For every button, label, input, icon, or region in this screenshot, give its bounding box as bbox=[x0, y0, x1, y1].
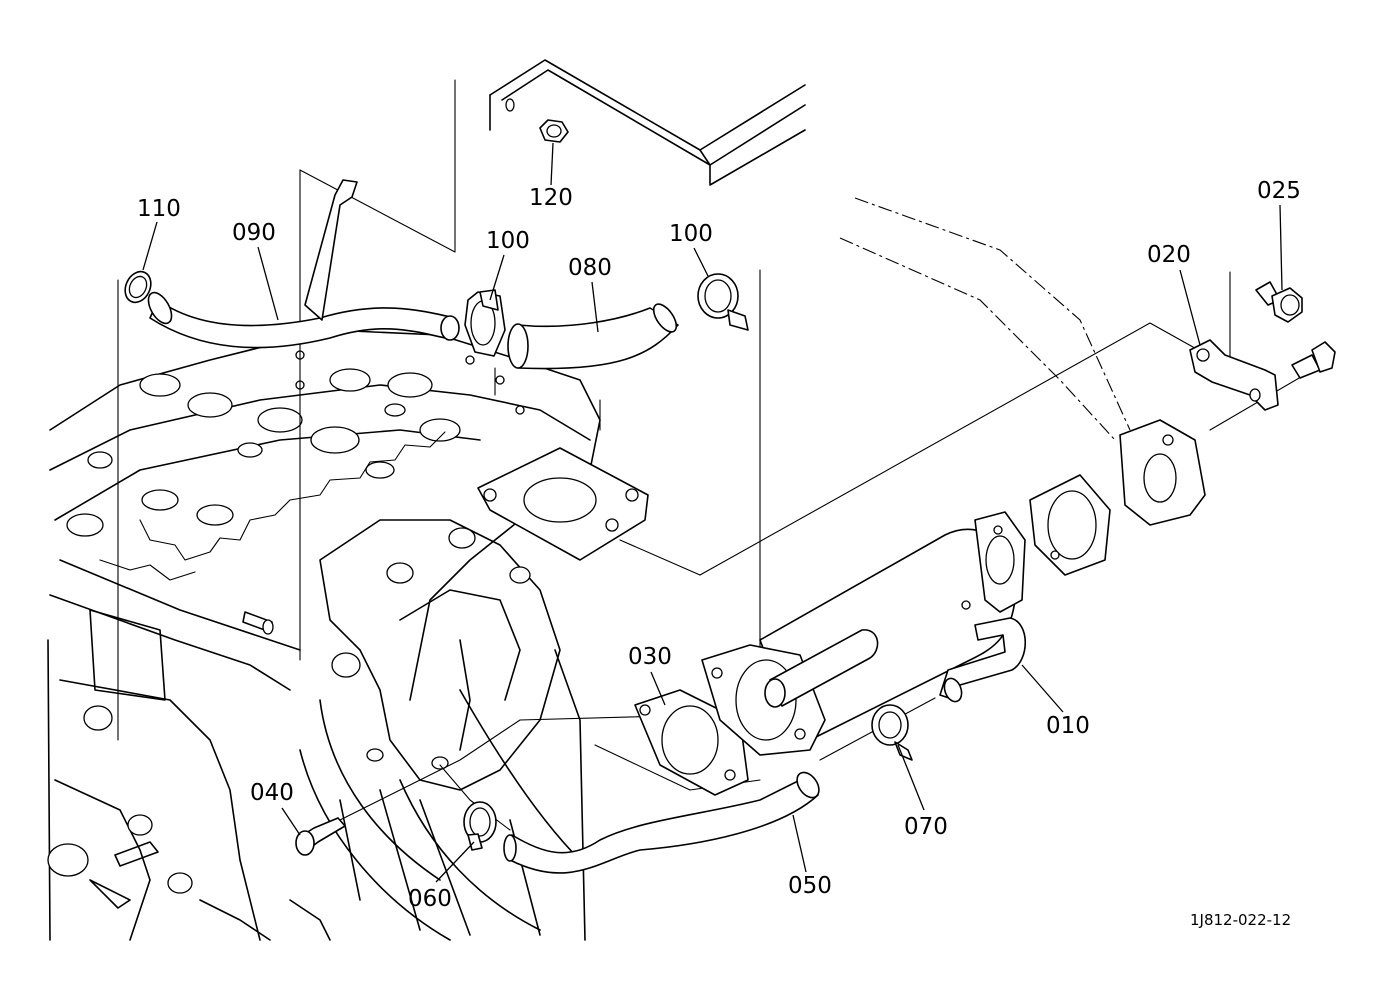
hose-080 bbox=[507, 303, 679, 370]
bracket-020 bbox=[1189, 339, 1279, 411]
callout-050: 050 bbox=[788, 873, 832, 899]
callout-060: 060 bbox=[408, 886, 452, 912]
bolt-040 bbox=[295, 817, 346, 856]
callout-120: 120 bbox=[529, 185, 573, 211]
hose-clamp-070 bbox=[871, 704, 913, 761]
callout-labels: 110 090 100 080 100 120 025 020 030 010 … bbox=[137, 178, 1301, 929]
callout-025: 025 bbox=[1257, 178, 1301, 204]
nut-120 bbox=[539, 119, 569, 143]
o-ring-110 bbox=[124, 270, 152, 304]
hose-050 bbox=[503, 771, 820, 874]
bolt-025 bbox=[1255, 281, 1303, 323]
callout-070: 070 bbox=[904, 814, 948, 840]
callout-090: 090 bbox=[232, 220, 276, 246]
egr-cooler-010 bbox=[701, 511, 1026, 756]
hose-clamp-100-upper-left bbox=[464, 289, 506, 357]
callout-100-left: 100 bbox=[486, 228, 530, 254]
exhaust-flange bbox=[1119, 419, 1206, 526]
hose-clamp-060 bbox=[463, 801, 497, 851]
drawing-code: 1J812-022-12 bbox=[1190, 911, 1291, 929]
callout-040: 040 bbox=[250, 780, 294, 806]
callout-030: 030 bbox=[628, 644, 672, 670]
leader-lines bbox=[142, 142, 1283, 883]
callout-110: 110 bbox=[137, 196, 181, 222]
callout-010: 010 bbox=[1046, 713, 1090, 739]
hose-clamp-100-upper-right bbox=[697, 273, 749, 331]
hose-090 bbox=[147, 179, 460, 349]
bolt-bracket-right bbox=[1291, 341, 1336, 379]
callout-100-right: 100 bbox=[669, 221, 713, 247]
frame-bracket-lineart bbox=[489, 59, 1131, 441]
gasket-rear bbox=[1029, 474, 1111, 576]
engine-block-lineart bbox=[47, 329, 649, 941]
callout-020: 020 bbox=[1147, 242, 1191, 268]
callout-080: 080 bbox=[568, 255, 612, 281]
